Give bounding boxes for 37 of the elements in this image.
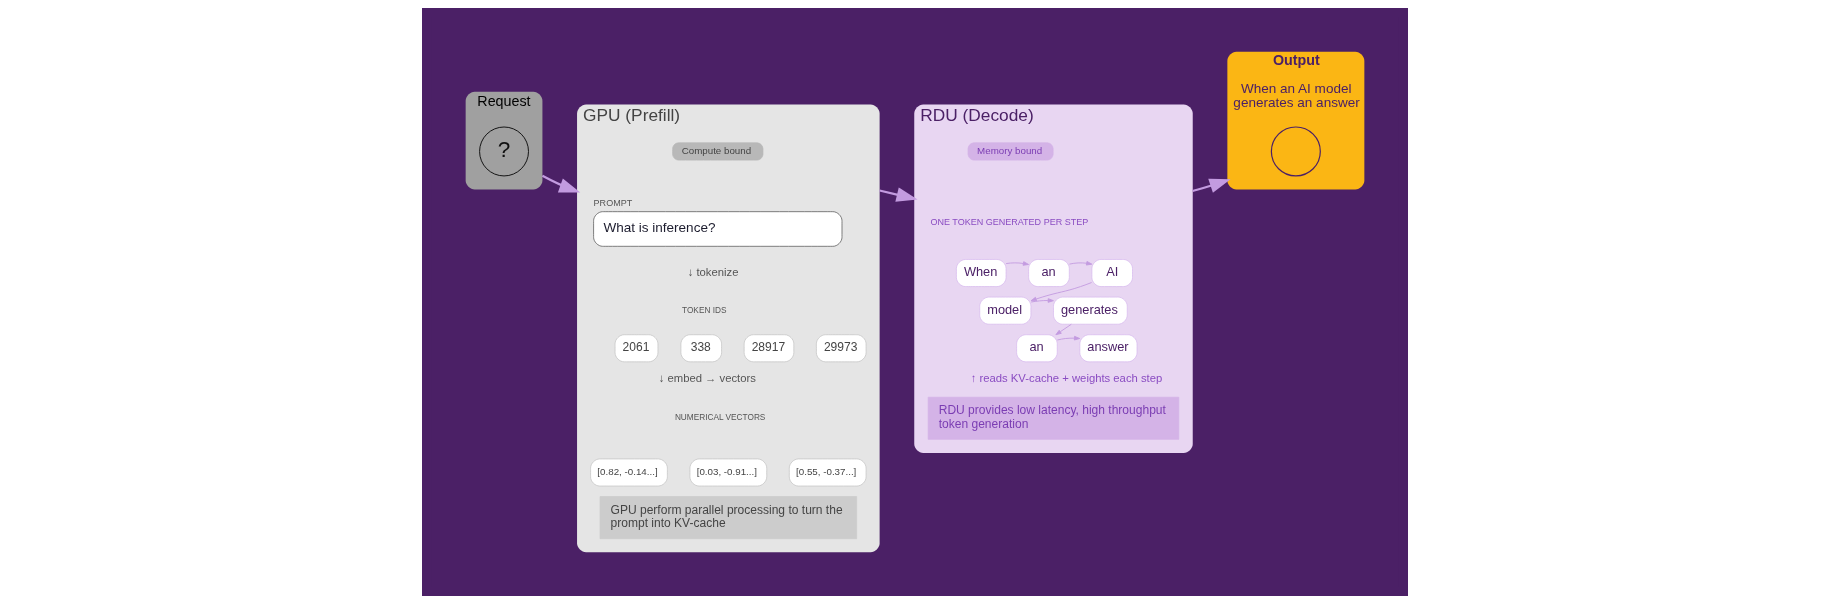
node-box: When xyxy=(955,259,1006,287)
arrow xyxy=(878,187,918,202)
node-box: [0.82, -0.14...] xyxy=(589,458,668,487)
arrow xyxy=(1030,298,1054,303)
node-box: Compute bound xyxy=(671,142,763,161)
node-box: [0.55, -0.37...] xyxy=(788,458,866,487)
arrow xyxy=(1068,260,1092,266)
label: ↓ tokenize xyxy=(687,265,738,278)
node-box: an xyxy=(1015,334,1058,363)
node-box: an xyxy=(1027,259,1070,287)
label: ↑ reads KV-cache + weights each step xyxy=(970,372,1162,385)
node-box: 2061 xyxy=(614,334,658,363)
node-box: answer xyxy=(1078,334,1137,363)
node-box: 29973 xyxy=(815,334,866,363)
arrow xyxy=(1191,178,1231,193)
node-box: 28917 xyxy=(743,334,794,363)
arrow xyxy=(1056,335,1080,341)
cluster: Output When an AI model generates an answer xyxy=(1226,51,1364,190)
node-circle xyxy=(1270,126,1321,177)
label: ↓ embed → vectors xyxy=(658,372,756,385)
node-box: [0.03, -0.91...] xyxy=(689,458,767,487)
arrow xyxy=(1054,323,1072,336)
arrow xyxy=(1030,282,1092,302)
node-box: GPU perform parallel processing to turn the prompt into KV-cache xyxy=(599,496,857,540)
node-box: model xyxy=(978,296,1031,325)
node-circle: ? xyxy=(478,126,529,177)
arrow xyxy=(1005,261,1029,266)
node-box: AI xyxy=(1091,259,1133,287)
label: ONE TOKEN GENERATED PER STEP xyxy=(929,216,1088,227)
label: NUMERICAL VECTORS xyxy=(674,413,765,423)
arrow xyxy=(541,174,580,193)
node-box: 338 xyxy=(680,334,722,363)
node-box: Memory bound xyxy=(967,142,1053,161)
label: TOKEN IDS xyxy=(681,305,726,315)
node-label: PROMPT xyxy=(593,198,632,209)
node-box: RDU provides low latency, high throughput token generation xyxy=(927,396,1179,440)
node-box: generates xyxy=(1052,296,1128,325)
